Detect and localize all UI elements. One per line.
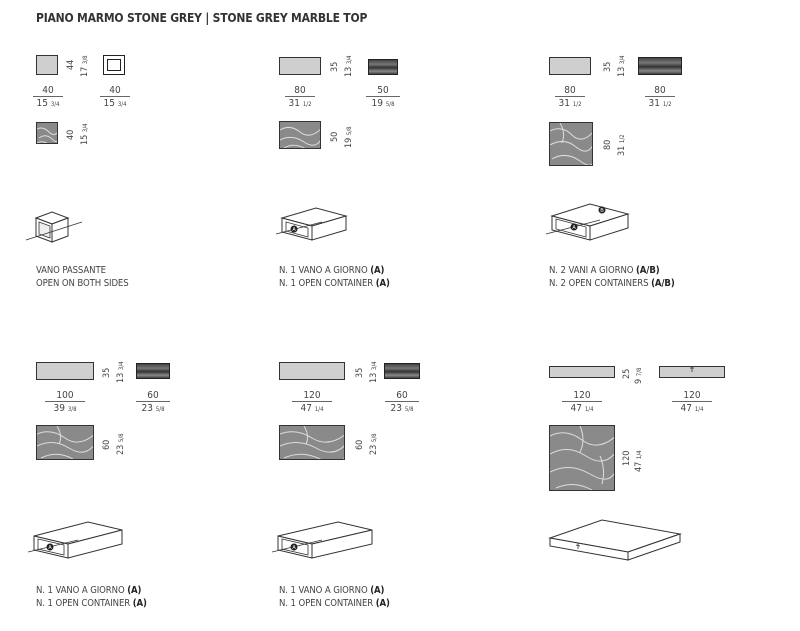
depth-in-vertical: 31 1/2 <box>617 134 627 156</box>
svg-text:B: B <box>600 208 604 214</box>
depth-in-vertical: 23 5/8 <box>369 433 379 455</box>
height-in: 13 3/4 <box>617 55 627 77</box>
marble-top-view <box>36 425 94 460</box>
side-view-shape <box>638 57 682 75</box>
height-in: 13 3/4 <box>369 361 379 383</box>
front-view-shape <box>279 362 345 380</box>
front-view-shape <box>36 362 94 380</box>
depth-cm-vertical: 40 <box>66 129 76 140</box>
caption: N. 1 VANO A GIORNO (A)N. 1 OPEN CONTAINE… <box>279 585 390 609</box>
depth-in-vertical: 47 1/4 <box>634 450 644 472</box>
depth-cm-vertical: 50 <box>330 131 340 142</box>
isometric-drawing: A <box>271 521 373 559</box>
side-view-shape <box>103 55 125 75</box>
height-in: 9 7/8 <box>634 367 644 384</box>
depth-in-vertical: 15 3/4 <box>80 123 90 145</box>
isometric-drawing: A <box>27 521 123 559</box>
height-cm: 35 <box>102 367 112 378</box>
depth-in-vertical: 19 5/8 <box>344 126 354 148</box>
caption: N. 1 VANO A GIORNO (A)N. 1 OPEN CONTAINE… <box>279 265 390 289</box>
height-cm: 44 <box>66 59 76 70</box>
isometric-drawing <box>548 519 682 561</box>
height-cm: 35 <box>330 61 340 72</box>
front-view-shape <box>549 366 615 378</box>
page-title: PIANO MARMO STONE GREY | STONE GREY MARB… <box>36 11 368 25</box>
isometric-drawing: A B <box>545 203 630 241</box>
side-view-shape <box>384 363 420 379</box>
depth-in-vertical: 23 5/8 <box>116 433 126 455</box>
height-in: 13 3/4 <box>116 361 126 383</box>
marble-top-view <box>549 122 593 166</box>
side-view-shape <box>368 59 398 75</box>
svg-text:A: A <box>572 225 576 231</box>
svg-text:A: A <box>48 545 52 551</box>
height-cm: 35 <box>355 367 365 378</box>
isometric-drawing <box>25 211 83 243</box>
depth-cm-vertical: 60 <box>102 439 112 450</box>
depth-cm-vertical: 60 <box>355 439 365 450</box>
height-in: 17 3/8 <box>80 55 90 77</box>
height-cm: 35 <box>603 61 613 72</box>
svg-text:A: A <box>292 227 296 233</box>
height-cm: 25 <box>622 368 632 379</box>
marble-top-view <box>279 121 321 149</box>
depth-cm-vertical: 120 <box>622 450 632 466</box>
caption: N. 2 VANI A GIORNO (A/B)N. 2 OPEN CONTAI… <box>549 265 675 289</box>
front-view-shape <box>36 55 58 75</box>
isometric-drawing: A <box>275 207 348 241</box>
front-view-shape <box>549 57 591 75</box>
side-view-notch <box>690 366 694 372</box>
depth-cm-vertical: 80 <box>603 139 613 150</box>
caption: N. 1 VANO A GIORNO (A)N. 1 OPEN CONTAINE… <box>36 585 147 609</box>
svg-text:A: A <box>292 545 296 551</box>
marble-top-view <box>36 122 58 144</box>
front-view-shape <box>279 57 321 75</box>
side-view-shape <box>136 363 170 379</box>
height-in: 13 3/4 <box>344 55 354 77</box>
marble-top-view <box>279 425 345 460</box>
marble-top-view <box>549 425 615 491</box>
